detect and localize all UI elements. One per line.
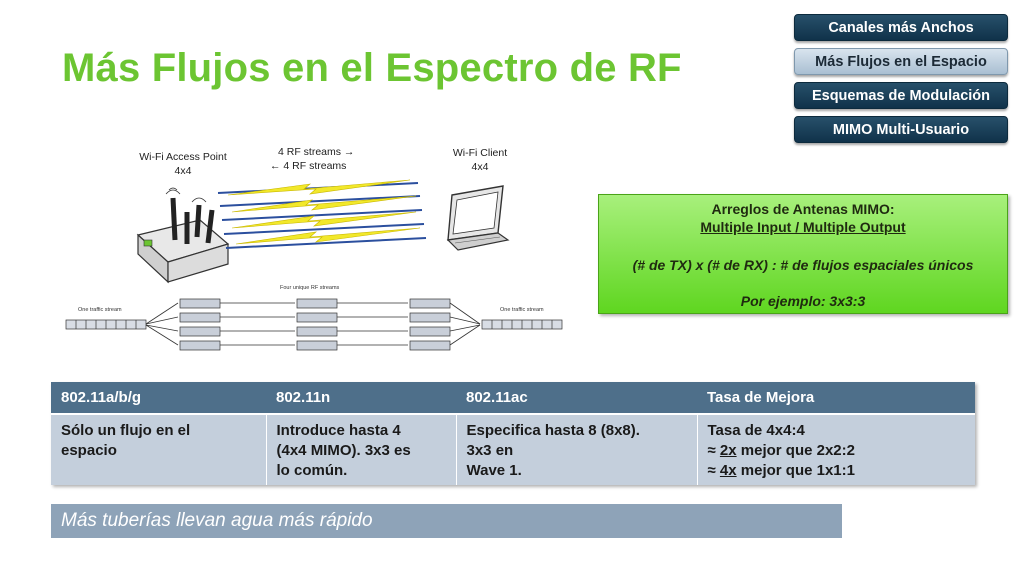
rf-stream-lines	[217, 182, 427, 249]
table-cell-80211abg: Sólo un flujo en el espacio	[51, 414, 267, 485]
table-cell-80211ac: Especifica hasta 8 (8x8). 3x3 en Wave 1.	[456, 414, 698, 485]
table-header: 802.11ac	[456, 382, 697, 415]
rf-streams-label: 4 RF streams → ← 4 RF streams	[270, 146, 355, 172]
comparison-table: 802.11a/b/g 802.11n 802.11ac Tasa de Mej…	[51, 382, 975, 485]
ap-label: Wi-Fi Access Point 4x4	[139, 151, 227, 177]
mimo-diagram: Wi-Fi Access Point 4x4 4 RF streams → ← …	[60, 140, 570, 365]
nav-button-modulacion[interactable]: Esquemas de Modulación	[794, 82, 1008, 109]
laptop-icon	[446, 185, 510, 251]
table-cell-tasa-mejora: Tasa de 4x4:4 ≈ 2x mejor que 2x2:2 ≈ 4x …	[697, 414, 975, 485]
mimo-subheading: Multiple Input / Multiple Output	[700, 219, 906, 235]
table-header-row: 802.11a/b/g 802.11n 802.11ac Tasa de Mej…	[51, 382, 975, 415]
table-row: Sólo un flujo en el espacio Introduce ha…	[51, 414, 975, 485]
table-cell-80211n: Introduce hasta 4 (4x4 MIMO). 3x3 es lo …	[266, 414, 457, 485]
nav-button-flujos[interactable]: Más Flujos en el Espacio	[794, 48, 1008, 75]
client-label: Wi-Fi Client 4x4	[452, 147, 508, 173]
left-stream-label: One traffic stream	[78, 307, 122, 313]
stream-diagram	[65, 298, 563, 351]
table-header: Tasa de Mejora	[697, 382, 975, 415]
nav-button-mu-mimo[interactable]: MIMO Multi-Usuario	[794, 116, 1008, 143]
rf-diagram-graphic	[65, 179, 563, 351]
table-header: 802.11n	[266, 382, 456, 415]
mimo-heading: Arreglos de Antenas MIMO:	[711, 201, 895, 217]
mimo-formula: (# de TX) x (# de RX) : # de flujos espa…	[632, 257, 974, 273]
access-point-icon	[136, 187, 230, 284]
lightning-bolts	[227, 179, 421, 245]
nav-button-canales[interactable]: Canales más Anchos	[794, 14, 1008, 41]
right-stream-label: One traffic stream	[500, 307, 544, 313]
footer-banner: Más tuberías llevan agua más rápido	[51, 504, 842, 538]
table-header: 802.11a/b/g	[51, 382, 266, 415]
mimo-example: Por ejemplo: 3x3:3	[740, 293, 866, 309]
mid-streams-label: Four unique RF streams	[280, 285, 340, 291]
page-title: Más Flujos en el Espectro de RF	[62, 46, 682, 90]
mimo-info-box: Arreglos de Antenas MIMO: Multiple Input…	[598, 194, 1008, 314]
